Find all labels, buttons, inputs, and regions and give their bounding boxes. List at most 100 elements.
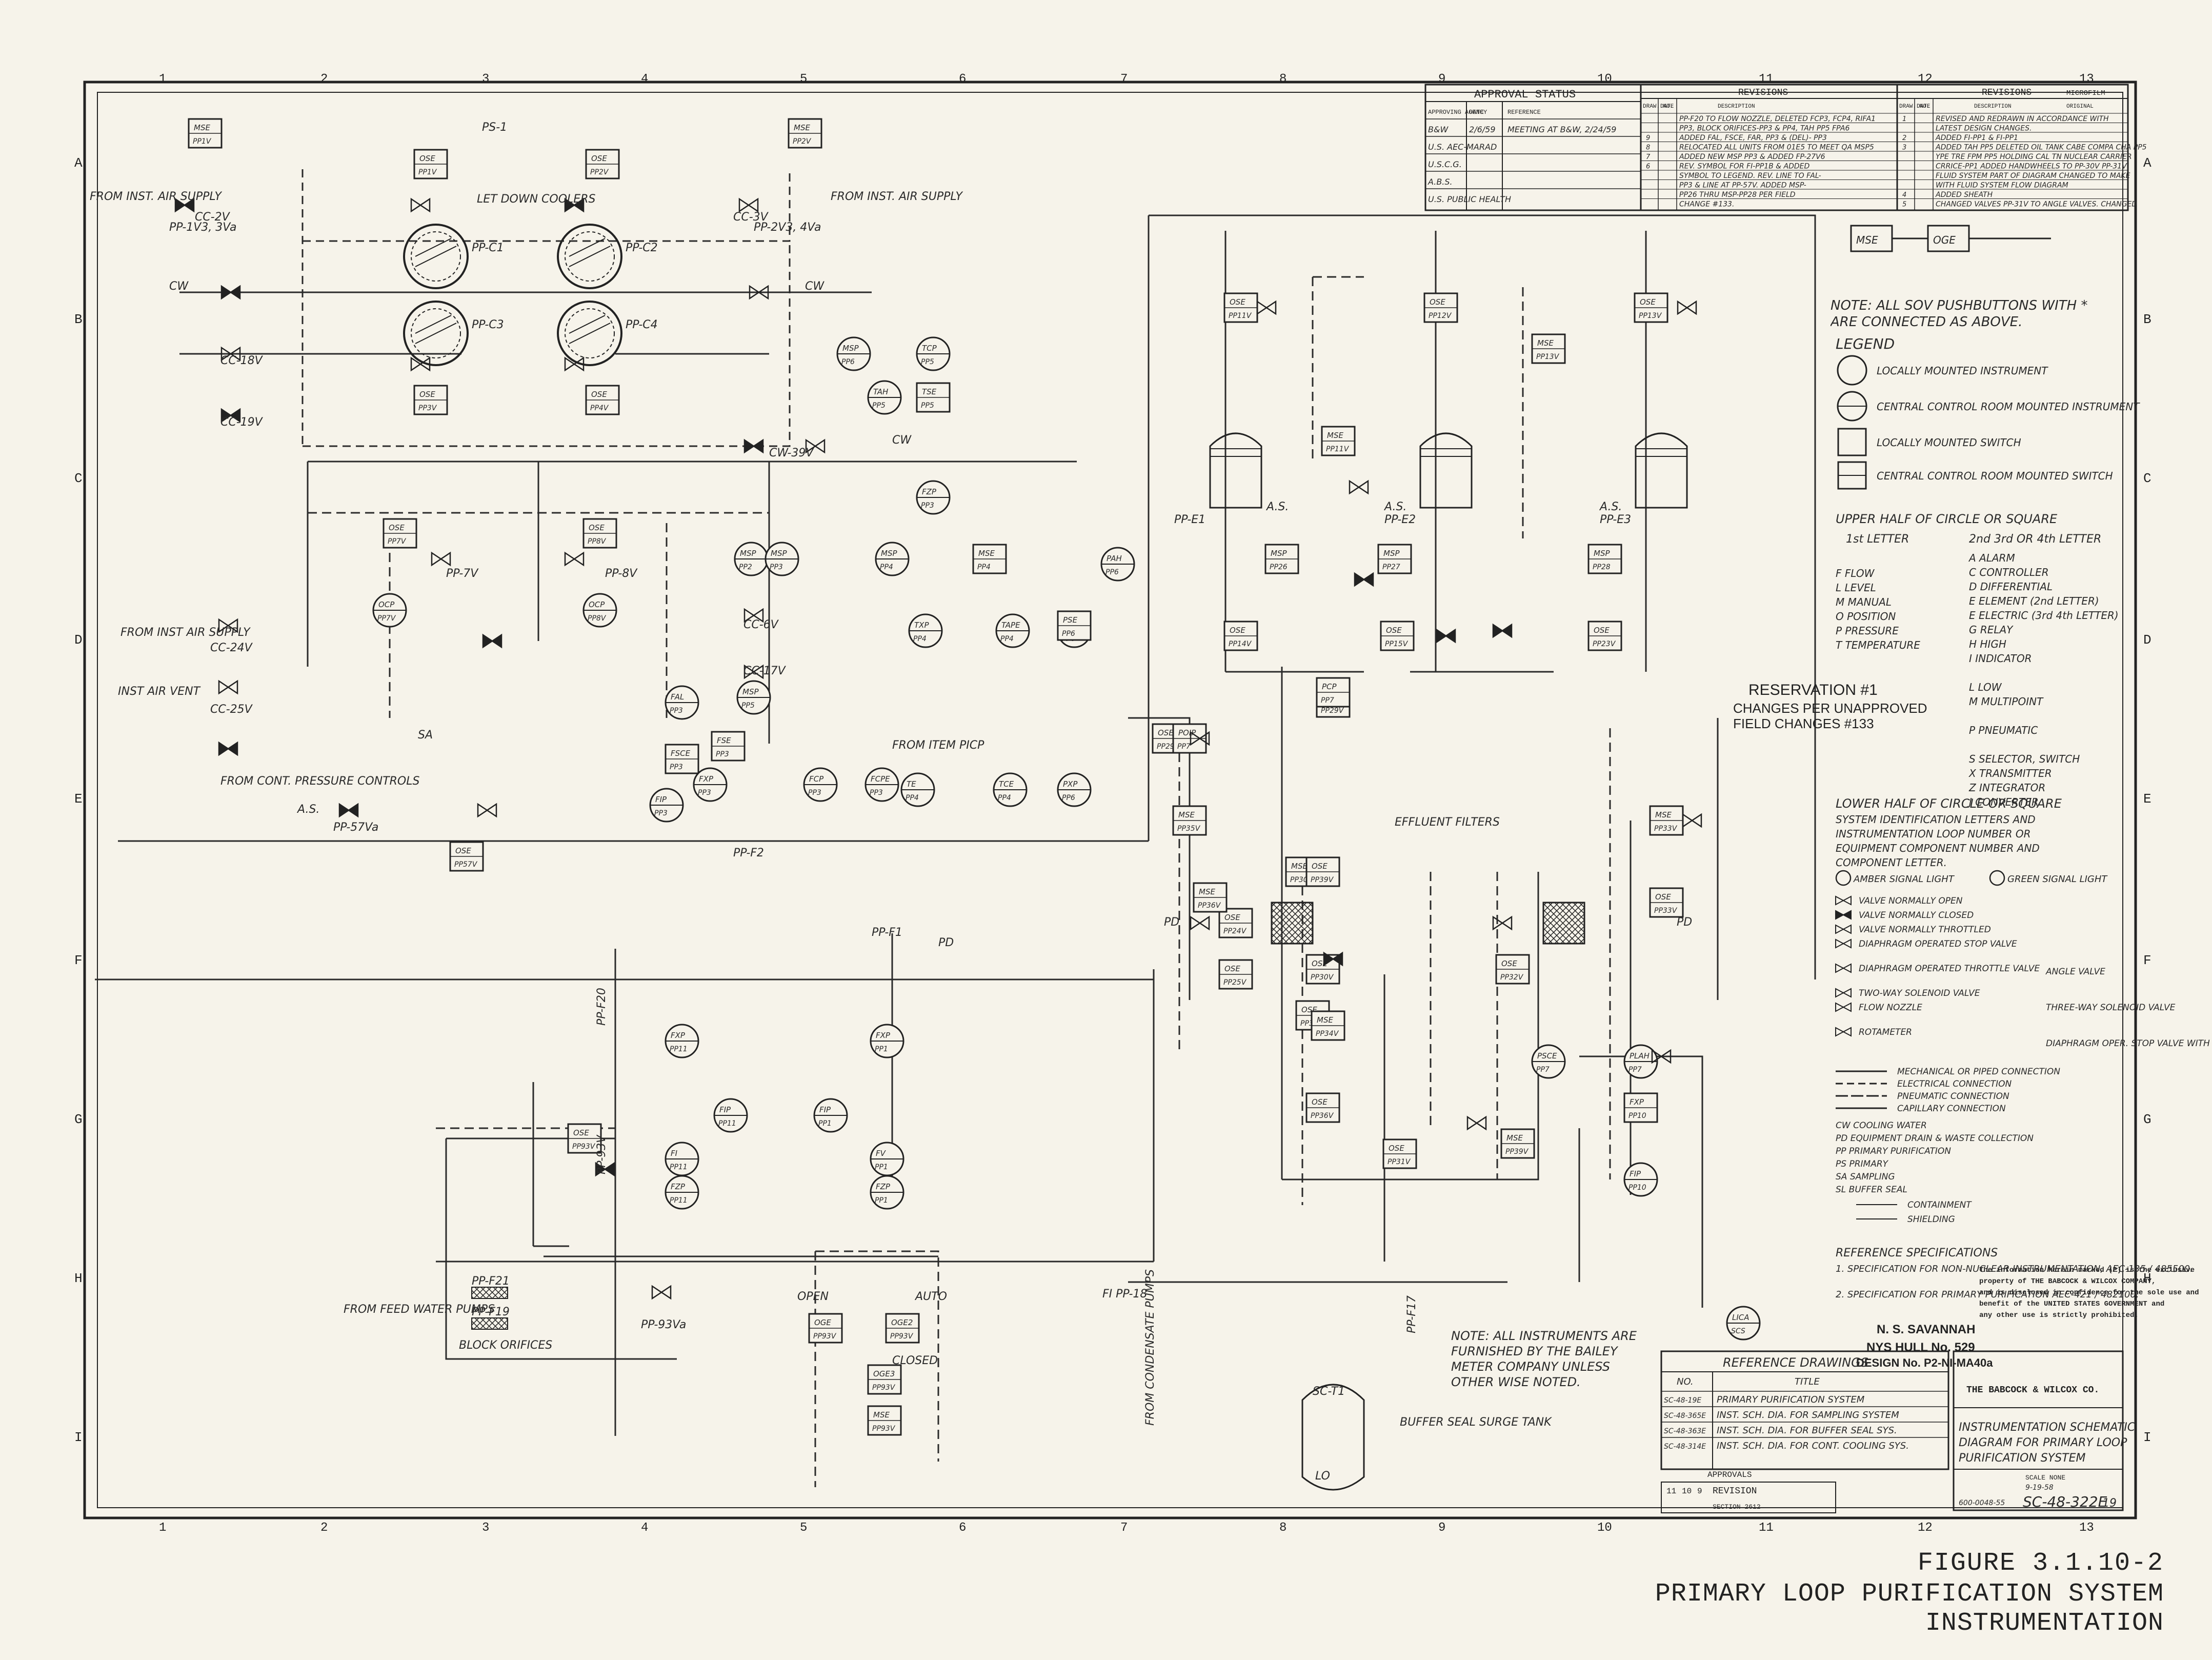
legend-line-label: CAPILLARY CONNECTION (1897, 1104, 2006, 1114)
revisions_left-row-desc: PP3, BLOCK ORIFICES-PP3 & PP4, TAH PP5 F… (1679, 125, 1849, 133)
legend-symbol-label: LOCALLY MOUNTED SWITCH (1877, 436, 2021, 449)
instrument-top-label: PCP (1322, 682, 1337, 691)
label-air-supply-1: FROM INST. AIR SUPPLY (90, 190, 223, 203)
instrument-top-label: OSE (1224, 913, 1240, 922)
instrument-bottom-label: PP3 (770, 563, 783, 571)
instrument-top-label: OSE (1230, 297, 1245, 307)
legend-later-letter: Z INTEGRATOR (1968, 782, 2045, 794)
instrument-bottom-label: PP11 (670, 1196, 688, 1205)
label-pp-f1: PP-F1 (872, 926, 902, 939)
label-cc17v: CC-17V (743, 665, 787, 677)
filter-label: PP-E2 (1384, 513, 1416, 526)
reference-drawing-title: PRIMARY PURIFICATION SYSTEM (1717, 1394, 1865, 1405)
instrument-top-label: FXP (876, 1031, 891, 1040)
instrument-bottom-label: PP3V (418, 404, 437, 412)
approval-header: DATE (1469, 109, 1484, 116)
instrument-bottom-label: PP6 (1062, 794, 1075, 802)
instrument-bottom-label: PP15V (1385, 640, 1409, 648)
label-cc19v: CC-19V (220, 416, 264, 429)
grid-row-left: D (74, 632, 83, 648)
grid-col-top: 8 (1279, 72, 1286, 86)
revisions_right-row-desc: ADDED FI-PP1 & FI-PP1 (1935, 134, 2018, 142)
instrument-top-label: OSE (591, 154, 607, 163)
instrument-top-label: PXP (1063, 779, 1078, 789)
instrument-bottom-label: PP3 (654, 809, 668, 817)
revisions_left-row-desc: ADDED FAL, FSCE, FAR, PP3 & (DEL)- PP3 (1679, 134, 1827, 142)
instrument-top-label: MSP (1383, 549, 1400, 558)
vessel-hull: NYS HULL No. 529 (1866, 1341, 1975, 1354)
valve (482, 633, 502, 649)
instrument-top-label: OCP (589, 600, 605, 609)
legend-later-letter: P PNEUMATIC (1969, 724, 2038, 736)
valve (1682, 813, 1702, 828)
revision-number: 10 (1682, 1487, 1692, 1496)
instrument-bottom-label: PP25V (1223, 978, 1247, 987)
grid-col-top: 9 (1438, 72, 1445, 86)
grid-row-left: I (74, 1430, 83, 1445)
legend-title: LEGEND (1836, 335, 1895, 352)
date-label: 9-19-58 (2025, 1484, 2054, 1492)
instrument-bottom-label: PP5 (921, 402, 934, 410)
drawing-title-line: DIAGRAM FOR PRIMARY LOOP (1959, 1436, 2127, 1449)
legend-lower-text: SYSTEM IDENTIFICATION LETTERS AND (1836, 813, 2036, 826)
revisions_right-header: DESCRIPTION (1974, 104, 2012, 110)
legend-first-header: 1st LETTER (1846, 533, 1909, 546)
legend-valve-right-label: THREE-WAY SOLENOID VALVE (2046, 1003, 2176, 1013)
legend-valve-label: ROTAMETER (1859, 1027, 1912, 1037)
instrument-top-label: MSE (873, 1410, 890, 1419)
outer-border (83, 81, 2137, 1519)
legend-valve-right-label: DIAPHRAGM OPER. STOP VALVE WITH HANDWHEE… (2046, 1038, 2212, 1049)
buffer-seal-surge-tank (1301, 1384, 1365, 1491)
label-open: OPEN (797, 1290, 829, 1303)
instrument-top-label: FXP (1630, 1097, 1644, 1107)
legend-first-letter: P PRESSURE (1836, 625, 1899, 637)
instrument-top-label: OSE (1501, 959, 1517, 968)
legend-amber-light: AMBER SIGNAL LIGHT (1853, 874, 1955, 885)
valve (564, 197, 585, 213)
valve (1190, 915, 1210, 931)
instrument-top-label: TE (907, 779, 916, 789)
drawing-number: SC-48-322E (2023, 1493, 2107, 1510)
label-pp-f2: PP-F2 (733, 847, 764, 859)
revisions_right-row-desc: LATEST DESIGN CHANGES. (1936, 125, 2032, 133)
legend-containment: CONTAINMENT (1907, 1200, 1972, 1210)
grid-row-left: F (74, 953, 83, 968)
piping-lines (95, 169, 1816, 1487)
sov-note: MSE OGE NOTE: ALL SOV PUSHBUTTONS WITH *… (1831, 225, 2087, 330)
label-closed: CLOSED (892, 1354, 938, 1367)
label-effluent-filters: EFFLUENT FILTERS (1395, 816, 1500, 829)
grid-col-top: 3 (482, 72, 489, 86)
instrument-top-label: OGE (814, 1318, 831, 1327)
valve (1436, 628, 1456, 644)
instrument-top-label: MSE (1178, 810, 1195, 819)
grid-col-bottom: 5 (800, 1521, 807, 1535)
instrument-top-label: MSP (842, 344, 859, 353)
legend-later-letter: H HIGH (1969, 638, 2006, 650)
instrument-top-label: MSE (1655, 810, 1672, 819)
proprietary-line: property of THE BABCOCK & WILCOX COMPANY… (1979, 1277, 2156, 1286)
valve (1190, 731, 1210, 746)
instrument-bottom-label: PP26 (1270, 563, 1288, 571)
legend-valve-label: DIAPHRAGM OPERATED STOP VALVE (1859, 939, 2017, 949)
